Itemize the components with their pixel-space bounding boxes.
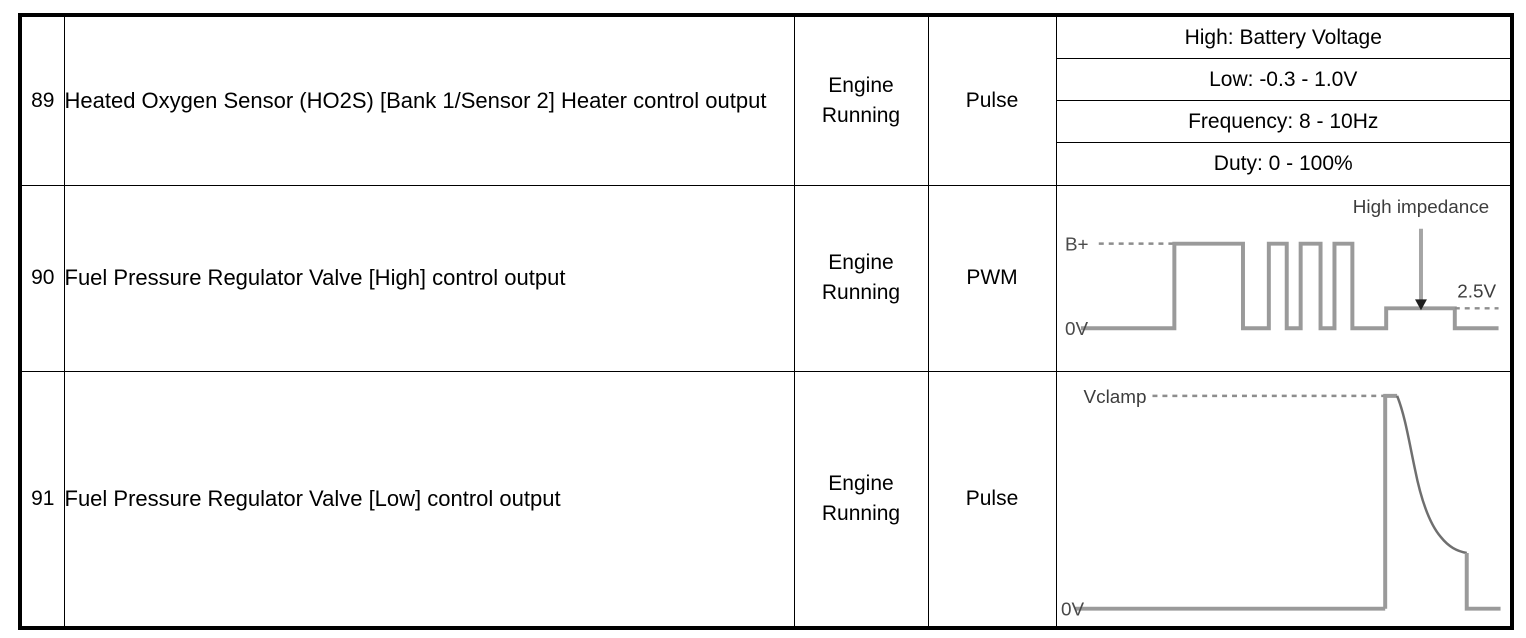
- row-description: Heated Oxygen Sensor (HO2S) [Bank 1/Sens…: [64, 88, 767, 114]
- spec-item-duty: Duty: 0 - 100%: [1056, 142, 1510, 185]
- signal-specification-table: 89 Heated Oxygen Sensor (HO2S) [Bank 1/S…: [18, 13, 1514, 631]
- row-condition-cell: Engine Running: [793, 14, 929, 186]
- signal-type: Pulse: [965, 487, 1019, 511]
- condition-line-1: Engine: [828, 471, 894, 495]
- table-row: 91 Fuel Pressure Regulator Valve [Low] c…: [19, 370, 1513, 629]
- row-number-cell: 91: [19, 370, 65, 629]
- row-number: 89: [31, 88, 55, 112]
- high-impedance-arrowhead: [1414, 298, 1427, 310]
- row-signal-type-cell: Pulse: [927, 14, 1057, 186]
- signal-type: PWM: [966, 266, 1018, 290]
- high-impedance-label: High impedance: [1352, 196, 1488, 217]
- spec-item-frequency: Frequency: 8 - 10Hz: [1056, 100, 1510, 144]
- row-signal-type-cell: PWM: [927, 184, 1057, 372]
- vclamp-waveform-svg: Vclamp 0V: [1060, 386, 1501, 620]
- pwm-waveform-svg: B+ 0V High impedance 2.5V: [1064, 196, 1499, 340]
- row-number: 90: [31, 265, 55, 289]
- two-point-five-volt-label: 2.5V: [1457, 281, 1496, 302]
- row-description: Fuel Pressure Regulator Valve [Low] cont…: [64, 486, 561, 512]
- vclamp-falling-edge-trace: [1464, 552, 1501, 611]
- row-description: Fuel Pressure Regulator Valve [High] con…: [64, 265, 566, 291]
- row-waveform-cell: Vclamp 0V: [1055, 370, 1513, 629]
- spec-item-low: Low: -0.3 - 1.0V: [1056, 58, 1510, 102]
- row-waveform-cell: B+ 0V High impedance 2.5V: [1055, 184, 1513, 372]
- row-specification-cell: High: Battery Voltage Low: -0.3 - 1.0V F…: [1055, 14, 1513, 186]
- row-description-cell: Heated Oxygen Sensor (HO2S) [Bank 1/Sens…: [63, 14, 795, 186]
- row-condition-cell: Engine Running: [793, 370, 929, 629]
- row-number-cell: 89: [19, 14, 65, 186]
- row-description-cell: Fuel Pressure Regulator Valve [High] con…: [63, 184, 795, 372]
- specification-list: High: Battery Voltage Low: -0.3 - 1.0V F…: [1056, 17, 1510, 185]
- zero-volt-label: 0V: [1064, 319, 1087, 340]
- condition-line-2: Running: [821, 501, 901, 525]
- table-row: 90 Fuel Pressure Regulator Valve [High] …: [19, 184, 1513, 372]
- condition-line-1: Engine: [828, 73, 894, 97]
- row-condition-cell: Engine Running: [793, 184, 929, 372]
- b-plus-label: B+: [1064, 234, 1088, 255]
- vclamp-rising-edge-trace: [1382, 393, 1397, 609]
- pwm-signal-trace: [1080, 241, 1499, 330]
- vclamp-decay-curve: [1395, 394, 1467, 554]
- condition-line-1: Engine: [828, 251, 894, 275]
- vclamp-waveform-diagram: Vclamp 0V: [1057, 372, 1511, 627]
- row-number: 91: [31, 486, 55, 510]
- row-signal-type-cell: Pulse: [927, 370, 1057, 629]
- zero-volt-label: 0V: [1060, 599, 1083, 620]
- pwm-waveform-diagram: B+ 0V High impedance 2.5V: [1057, 186, 1511, 371]
- vclamp-label: Vclamp: [1083, 386, 1146, 407]
- table-row: 89 Heated Oxygen Sensor (HO2S) [Bank 1/S…: [19, 14, 1513, 186]
- signal-type: Pulse: [965, 89, 1019, 113]
- row-number-cell: 90: [19, 184, 65, 372]
- condition-line-2: Running: [821, 103, 901, 127]
- spec-item-high: High: Battery Voltage: [1056, 17, 1510, 60]
- condition-line-2: Running: [821, 281, 901, 304]
- row-description-cell: Fuel Pressure Regulator Valve [Low] cont…: [63, 370, 795, 629]
